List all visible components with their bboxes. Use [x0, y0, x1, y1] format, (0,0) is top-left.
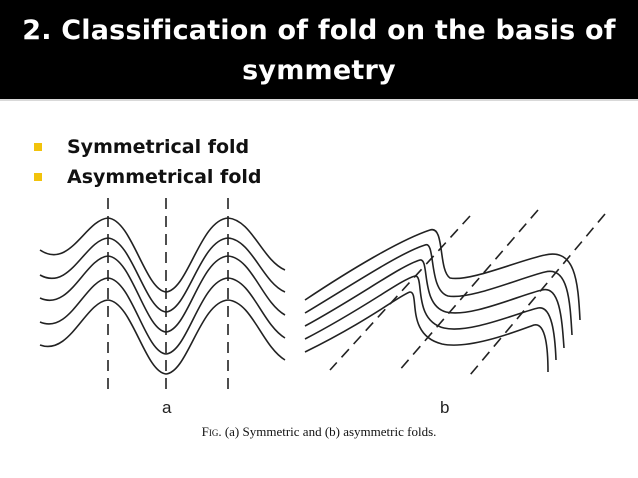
axial-planes — [329, 209, 606, 376]
asymmetric-fold-diagram — [304, 229, 581, 373]
square-bullet-icon — [34, 143, 42, 151]
fold-layer-5 — [39, 299, 286, 375]
bullet-text: Symmetrical fold — [67, 136, 250, 158]
fold-layer-2 — [304, 244, 573, 336]
caption-prefix: Fig. — [201, 424, 222, 439]
fold-layer-3 — [304, 259, 565, 349]
fold-layer-1 — [304, 229, 581, 321]
axial-plane-line — [329, 215, 471, 371]
bullet-text: Asymmetrical fold — [67, 166, 262, 188]
fold-layer-1 — [39, 217, 286, 293]
bullet-item-asymmetrical: Asymmetrical fold — [34, 162, 262, 192]
slide-title-line-2: symmetry — [242, 55, 396, 86]
symmetric-fold-diagram — [39, 217, 286, 375]
slide-title-line-1: 2. Classification of fold on the basis o… — [22, 15, 616, 46]
fold-layer-5 — [304, 291, 549, 373]
fold-layer-2 — [39, 237, 286, 313]
title-bar: 2. Classification of fold on the basis o… — [0, 0, 638, 101]
fold-layer-3 — [39, 255, 286, 333]
square-bullet-icon — [34, 173, 42, 181]
symmetry-axes — [107, 198, 229, 390]
bullet-item-symmetrical: Symmetrical fold — [34, 132, 262, 162]
fold-layer-4 — [304, 275, 557, 361]
figure-caption: Fig. (a) Symmetric and (b) asymmetric fo… — [0, 424, 638, 440]
figure-label-b: b — [440, 398, 450, 417]
fold-layer-4 — [39, 277, 286, 355]
caption-text: (a) Symmetric and (b) asymmetric folds. — [224, 424, 437, 439]
figure-label-a: a — [162, 398, 172, 417]
axial-plane-line — [469, 213, 606, 376]
fold-figure — [39, 198, 606, 390]
bullet-list: Symmetrical fold Asymmetrical fold — [34, 132, 262, 192]
